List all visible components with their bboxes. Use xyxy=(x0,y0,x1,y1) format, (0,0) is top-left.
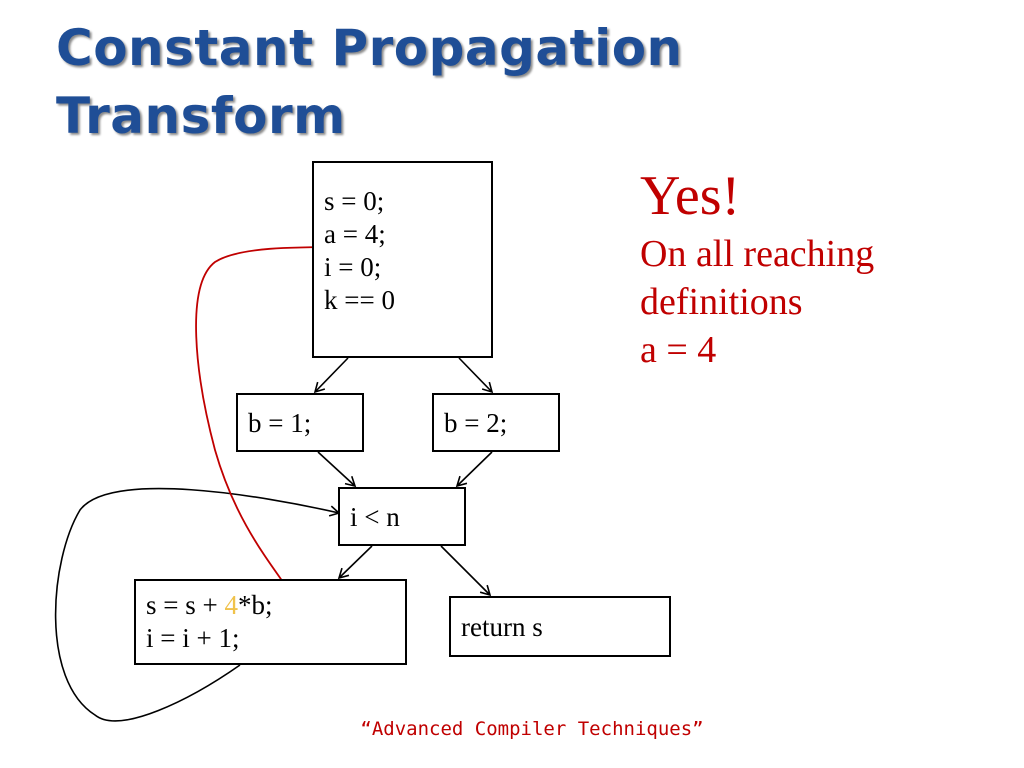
entry-block-line-3: i = 0; xyxy=(324,252,382,282)
entry-block-line-2: a = 4; xyxy=(324,219,386,249)
edge-right-branch-to-condition xyxy=(455,451,493,488)
slide-footer: “Advanced Compiler Techniques” xyxy=(360,718,704,740)
left-branch-text: b = 1; xyxy=(248,408,312,438)
loop-body-line-2: i = i + 1; xyxy=(146,623,240,653)
propagated-constant: 4 xyxy=(224,590,238,620)
right-branch-block: b = 2; xyxy=(432,393,560,452)
left-branch-block: b = 1; xyxy=(236,393,364,452)
edge-left-branch-to-condition xyxy=(317,451,357,488)
entry-block-line-4: k == 0 xyxy=(324,285,395,315)
edge-condition-to-exit xyxy=(440,545,492,597)
loop-body-line-1: s = s + 4*b; xyxy=(146,589,395,622)
edge-entry-to-left-branch xyxy=(313,357,349,394)
answer-headline: Yes! xyxy=(640,165,741,227)
slide-title: Constant Propagation Transform xyxy=(56,14,683,150)
entry-block-line-1: s = 0; xyxy=(324,186,385,216)
loop-condition-block: i < n xyxy=(338,487,466,546)
answer-annotation: Yes! On all reaching definitions a = 4 xyxy=(640,162,874,374)
exit-block: return s xyxy=(449,596,671,657)
loop-body-block: s = s + 4*b; i = i + 1; xyxy=(134,579,407,665)
slide-title-line-2: Transform xyxy=(56,87,346,145)
entry-block: s = 0; a = 4; i = 0; k == 0 xyxy=(312,161,493,358)
loop-body-line-1-prefix: s = s + xyxy=(146,590,225,620)
edge-entry-to-right-branch xyxy=(458,357,494,394)
loop-condition-text: i < n xyxy=(350,502,400,532)
slide-title-line-1: Constant Propagation xyxy=(56,19,683,77)
answer-line-2: definitions xyxy=(640,281,803,323)
exit-text: return s xyxy=(461,612,543,642)
right-branch-text: b = 2; xyxy=(444,408,508,438)
answer-line-1: On all reaching xyxy=(640,233,875,275)
answer-line-3: a = 4 xyxy=(640,329,717,371)
edge-condition-to-loop-body xyxy=(337,545,373,580)
loop-body-line-1-suffix: *b; xyxy=(237,590,273,620)
